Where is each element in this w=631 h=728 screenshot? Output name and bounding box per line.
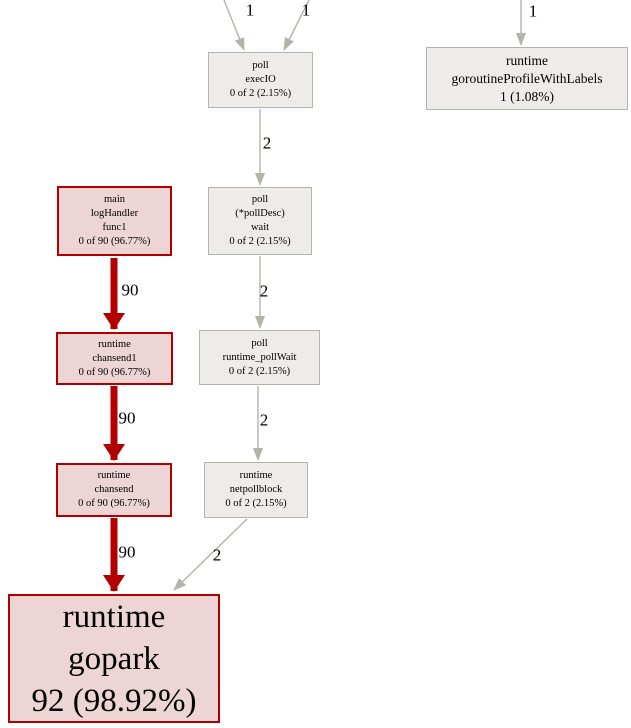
node-line: (*pollDesc) — [235, 208, 285, 219]
edge-label-into-execio-left: 1 — [245, 0, 255, 20]
edge-into-execio-right — [283, 0, 310, 51]
node-line: runtime_pollWait — [222, 351, 297, 363]
node-poll-polldesc-wait[interactable]: poll (*pollDesc) wait 0 of 2 (2.15%) — [208, 187, 312, 255]
edge-label-netpollblock-to-gopark: 2 — [212, 545, 222, 565]
node-line: runtime — [97, 470, 131, 481]
node-line: 0 of 2 (2.15%) — [225, 498, 287, 509]
node-line: poll — [251, 337, 268, 349]
node-line: gopark — [68, 640, 160, 677]
edge-label-wait-to-pollwait: 2 — [259, 281, 269, 301]
edge-into-execio-left — [223, 0, 245, 51]
edge-label-loghandler-to-chansend1: 90 — [121, 280, 139, 300]
node-line: 0 of 2 (2.15%) — [229, 88, 292, 99]
node-runtime-netpollblock[interactable]: runtime netpollblock 0 of 2 (2.15%) — [204, 462, 308, 518]
edge-label-into-execio-right: 1 — [301, 0, 311, 20]
node-line: wait — [250, 222, 270, 233]
node-line: chansend1 — [92, 352, 137, 364]
node-line: netpollblock — [229, 484, 283, 495]
node-line: 92 (98.92%) — [31, 682, 197, 719]
edge-label-chansend1-to-chansend: 90 — [118, 408, 136, 428]
node-main-loghandler-func1[interactable]: main logHandler func1 0 of 90 (96.77%) — [57, 186, 172, 256]
node-line: runtime — [98, 338, 131, 350]
edge-label-execio-to-wait: 2 — [262, 133, 272, 153]
edge-netpollblock-to-gopark — [173, 518, 248, 591]
node-line: goroutineProfileWithLabels — [451, 70, 603, 86]
node-line: 1 (1.08%) — [500, 88, 554, 104]
node-runtime-gopark[interactable]: runtime gopark 92 (98.92%) — [8, 594, 220, 723]
node-line: poll — [252, 60, 269, 71]
node-line: main — [104, 194, 125, 205]
edge-label-into-goroutine-profile: 1 — [528, 1, 538, 21]
edge-label-pollwait-to-netpollblock: 2 — [259, 410, 269, 430]
node-line: 0 of 90 (96.77%) — [78, 236, 151, 247]
node-line: poll — [251, 194, 269, 205]
node-runtime-goroutineprofilewithlabels[interactable]: runtime goroutineProfileWithLabels 1 (1.… — [426, 47, 628, 110]
node-runtime-chansend1[interactable]: runtime chansend1 0 of 90 (96.77%) — [56, 332, 173, 385]
node-line: 0 of 90 (96.77%) — [78, 366, 151, 378]
node-runtime-chansend[interactable]: runtime chansend 0 of 90 (96.77%) — [56, 463, 172, 517]
node-line: runtime — [239, 470, 273, 481]
node-line: func1 — [102, 222, 127, 233]
node-line: logHandler — [90, 208, 139, 219]
node-poll-runtime-pollwait[interactable]: poll runtime_pollWait 0 of 2 (2.15%) — [199, 330, 320, 385]
node-line: 0 of 90 (96.77%) — [78, 498, 150, 509]
node-poll-execio[interactable]: poll execIO 0 of 2 (2.15%) — [208, 52, 313, 108]
edge-label-chansend-to-gopark: 90 — [118, 542, 136, 562]
node-line: 0 of 2 (2.15%) — [229, 236, 291, 247]
node-line: runtime — [506, 52, 548, 68]
node-line: chansend — [94, 484, 134, 495]
node-line: runtime — [62, 598, 166, 635]
node-line: execIO — [245, 74, 276, 85]
node-line: 0 of 2 (2.15%) — [228, 365, 291, 377]
